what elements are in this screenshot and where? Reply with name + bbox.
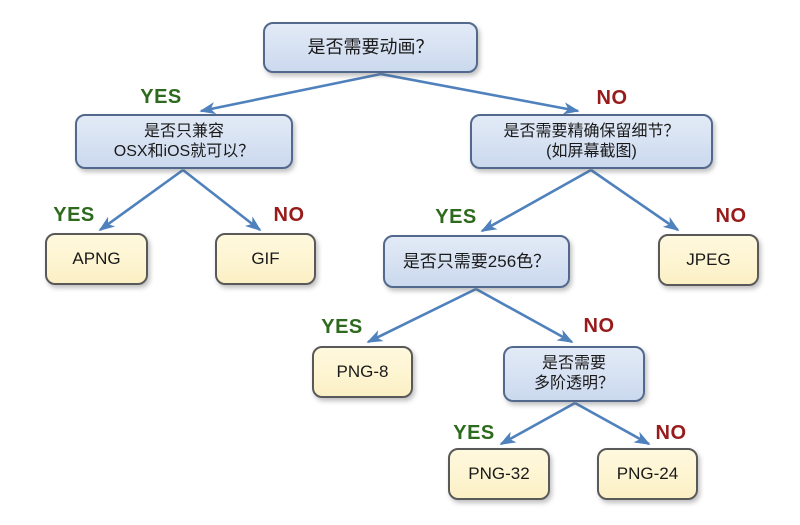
edge-label-root-yes: YES [140,86,182,108]
edge-label-256-no: NO [583,315,615,337]
edge-label-detail-yes: YES [435,206,477,228]
node-png8: PNG-8 [312,346,413,398]
edge-label-256-yes: YES [321,316,363,338]
edge-label-compat-no: NO [273,204,305,226]
node-label-line1: 是否只兼容 [143,122,224,140]
node-label: GIF [251,249,280,269]
edge-alpha-no [574,401,651,446]
node-apng: APNG [45,233,148,285]
node-only-256-colors: 是否只需要256色？ [383,235,570,288]
edge-256-no [475,287,574,344]
node-png24: PNG-24 [597,448,698,500]
edge-label-detail-no: NO [715,205,747,227]
edge-root-yes [199,72,382,115]
edge-compat-yes [98,168,184,232]
node-label: APNG [72,249,121,269]
node-label: JPEG [686,250,731,270]
edge-256-yes [366,287,477,344]
node-label-line2: OSX和iOS就可以？ [113,142,255,160]
node-label: PNG-32 [468,464,530,484]
node-label-line2: 多阶透明？ [533,375,614,392]
node-preserve-detail: 是否需要精确保留细节？ (如屏幕截图) [470,114,713,169]
node-multilevel-alpha: 是否需要 多阶透明？ [503,346,645,402]
node-gif: GIF [215,233,316,285]
node-png32: PNG-32 [448,448,550,500]
edge-detail-no [590,168,680,232]
edge-label-alpha-no: NO [655,422,687,444]
node-label: PNG-24 [616,464,679,484]
node-label-line2: (如屏幕截图) [546,142,637,160]
node-label: 是否需要动画？ [307,37,434,58]
edge-detail-yes [480,168,592,233]
edge-compat-no [182,168,262,232]
node-label-line1: 是否需要精确保留细节？ [503,122,680,140]
edge-label-root-no: NO [596,87,628,109]
node-osx-ios-only: 是否只兼容 OSX和iOS就可以？ [75,114,293,169]
edge-root-no [380,72,580,115]
edge-label-compat-yes: YES [53,204,95,226]
node-need-animation: 是否需要动画？ [263,22,478,73]
node-jpeg: JPEG [658,234,759,286]
edge-alpha-yes [499,401,576,446]
node-label: PNG-8 [336,362,389,382]
edge-label-alpha-yes: YES [453,422,495,444]
node-label: 是否只需要256色？ [402,251,551,271]
node-label-line1: 是否需要 [541,355,606,372]
